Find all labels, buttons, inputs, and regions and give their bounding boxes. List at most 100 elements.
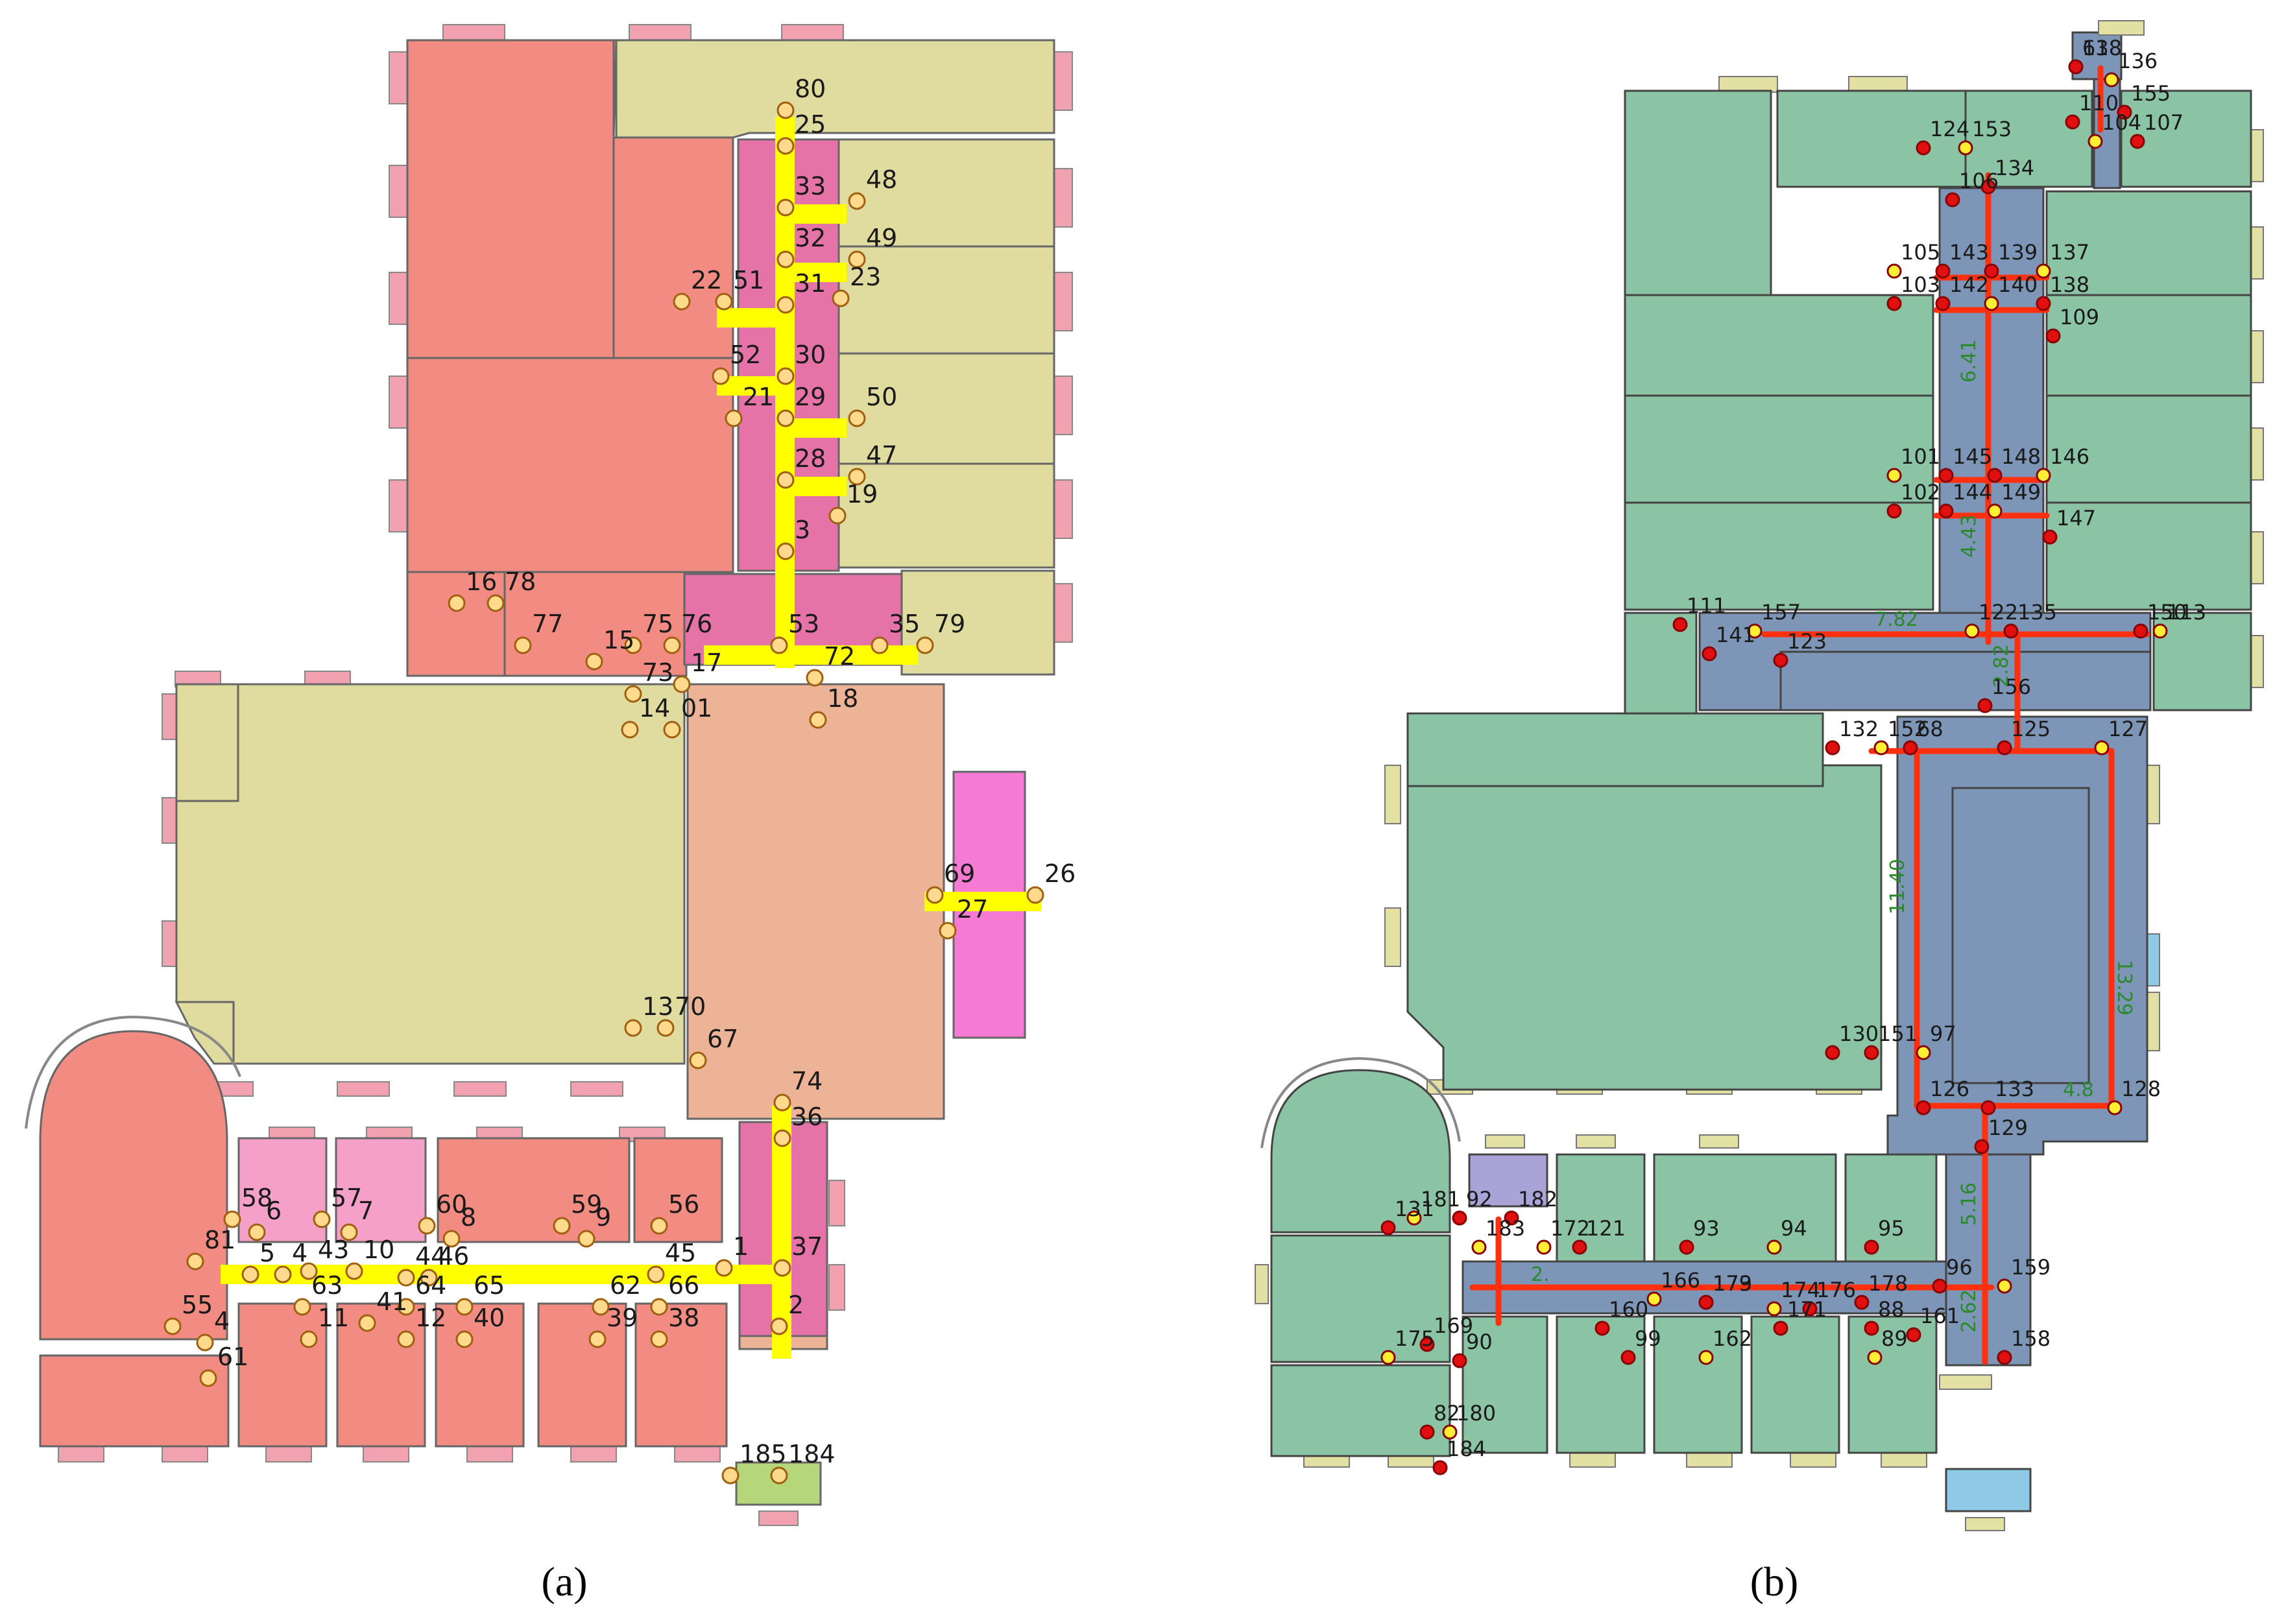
graph-node (293, 1298, 311, 1316)
node-label: 182 (1518, 1187, 1558, 1212)
graph-node (916, 636, 934, 654)
graph-node (2117, 104, 2132, 120)
graph-node (773, 1093, 791, 1112)
panel-b-room (1406, 712, 1824, 787)
graph-node (773, 1129, 791, 1147)
node-label: 134 (1995, 156, 2034, 180)
node-label: 157 (1761, 600, 1801, 625)
node-label: 89 (1881, 1326, 1908, 1351)
graph-node (514, 636, 532, 654)
node-label: 77 (532, 610, 563, 638)
graph-node (624, 636, 642, 654)
panel-b-room (1624, 90, 1772, 296)
node-label: 110 (2079, 91, 2119, 115)
graph-node (725, 409, 743, 427)
node-label: 161 (1920, 1304, 1960, 1328)
panel-b-corridor (1779, 651, 2152, 711)
node-label: 147 (2056, 506, 2096, 531)
node-label: 7 (358, 1197, 374, 1225)
graph-node (1620, 1350, 1636, 1365)
node-label: 3 (795, 516, 810, 544)
node-label: 88 (1878, 1297, 1905, 1322)
graph-node (1997, 1278, 2012, 1294)
node-label: 142 (1949, 272, 1989, 297)
graph-node (1864, 1045, 1879, 1060)
node-label: 126 (1930, 1077, 1969, 1101)
graph-node (832, 289, 850, 307)
graph-node (828, 507, 847, 525)
graph-node (592, 1298, 610, 1316)
node-label: 153 (1972, 117, 2012, 141)
graph-node (2036, 468, 2051, 483)
graph-node (397, 1330, 415, 1348)
graph-node (1825, 740, 1840, 756)
graph-node (809, 711, 827, 729)
panel-a-room (837, 352, 1055, 465)
node-label: 175 (1395, 1326, 1434, 1351)
graph-node (1594, 1320, 1610, 1336)
graph-node (776, 367, 795, 385)
node-label: 10 (363, 1236, 394, 1264)
node-label: 63 (311, 1271, 343, 1300)
panel-a-room (837, 138, 1055, 248)
node-label: 29 (795, 383, 826, 411)
node-label: 166 (1661, 1268, 1700, 1293)
node-label: 162 (1713, 1326, 1752, 1351)
graph-node (2152, 623, 2168, 639)
node-label: 26 (1044, 859, 1076, 888)
node-label: 135 (2017, 600, 2057, 625)
node-label: 72 (824, 642, 855, 671)
graph-node (773, 1259, 791, 1277)
node-label: 31 (795, 269, 826, 298)
graph-node (455, 1330, 474, 1348)
node-label: 17 (691, 649, 722, 677)
graph-node (1825, 1045, 1840, 1060)
panel-a-room (435, 1302, 525, 1448)
node-label: 169 (1434, 1313, 1473, 1338)
panel-a-floor-plan: 8025334832492322513152213029502847193167… (25, 24, 1076, 1526)
node-label: 121 (1586, 1216, 1626, 1241)
panel-b-curved-wall (1260, 1057, 1461, 1149)
graph-node (1864, 1320, 1879, 1336)
node-label: 174 (1781, 1278, 1820, 1302)
node-label: 185 (740, 1440, 787, 1468)
graph-node (1977, 698, 1993, 713)
graph-node (1854, 1295, 1870, 1310)
graph-node (926, 886, 944, 904)
graph-node (199, 1369, 217, 1387)
node-label: 61 (217, 1343, 248, 1371)
panel-a-room (175, 683, 239, 802)
node-label: 107 (2144, 110, 2184, 135)
node-label: 18 (827, 684, 858, 713)
node-label: 51 (733, 266, 764, 294)
edge-weight-label: 2.82 (1990, 644, 2013, 687)
panel-b-room (2152, 612, 2252, 711)
node-label: 58 (241, 1184, 272, 1212)
node-label: 118 (2082, 36, 2122, 60)
node-label: 123 (1787, 629, 1827, 654)
panel-a-room (686, 683, 945, 1120)
caption-b: (b) (1750, 1558, 1799, 1605)
graph-node (345, 1262, 363, 1280)
graph-node (1916, 1045, 1931, 1060)
graph-node (1987, 468, 2003, 483)
node-label: 156 (1991, 675, 2031, 699)
node-label: 4 (292, 1239, 307, 1267)
graph-node (1916, 140, 1931, 156)
node-label: 30 (795, 340, 826, 369)
panel-b-room (1624, 394, 1934, 504)
edge-weight-label: 2. (1531, 1263, 1550, 1286)
graph-node (1471, 1239, 1487, 1255)
graph-node (712, 367, 730, 385)
graph-node (776, 198, 795, 217)
graph-node (776, 250, 795, 269)
panel-a-room (634, 1302, 728, 1448)
graph-node (776, 471, 795, 489)
panel-b-room (2045, 501, 2252, 611)
graph-node (848, 192, 866, 210)
node-label: 93 (1693, 1216, 1720, 1241)
node-label: 141 (1716, 623, 1755, 647)
node-label: 125 (2011, 717, 2051, 741)
node-label: 35 (889, 610, 920, 638)
